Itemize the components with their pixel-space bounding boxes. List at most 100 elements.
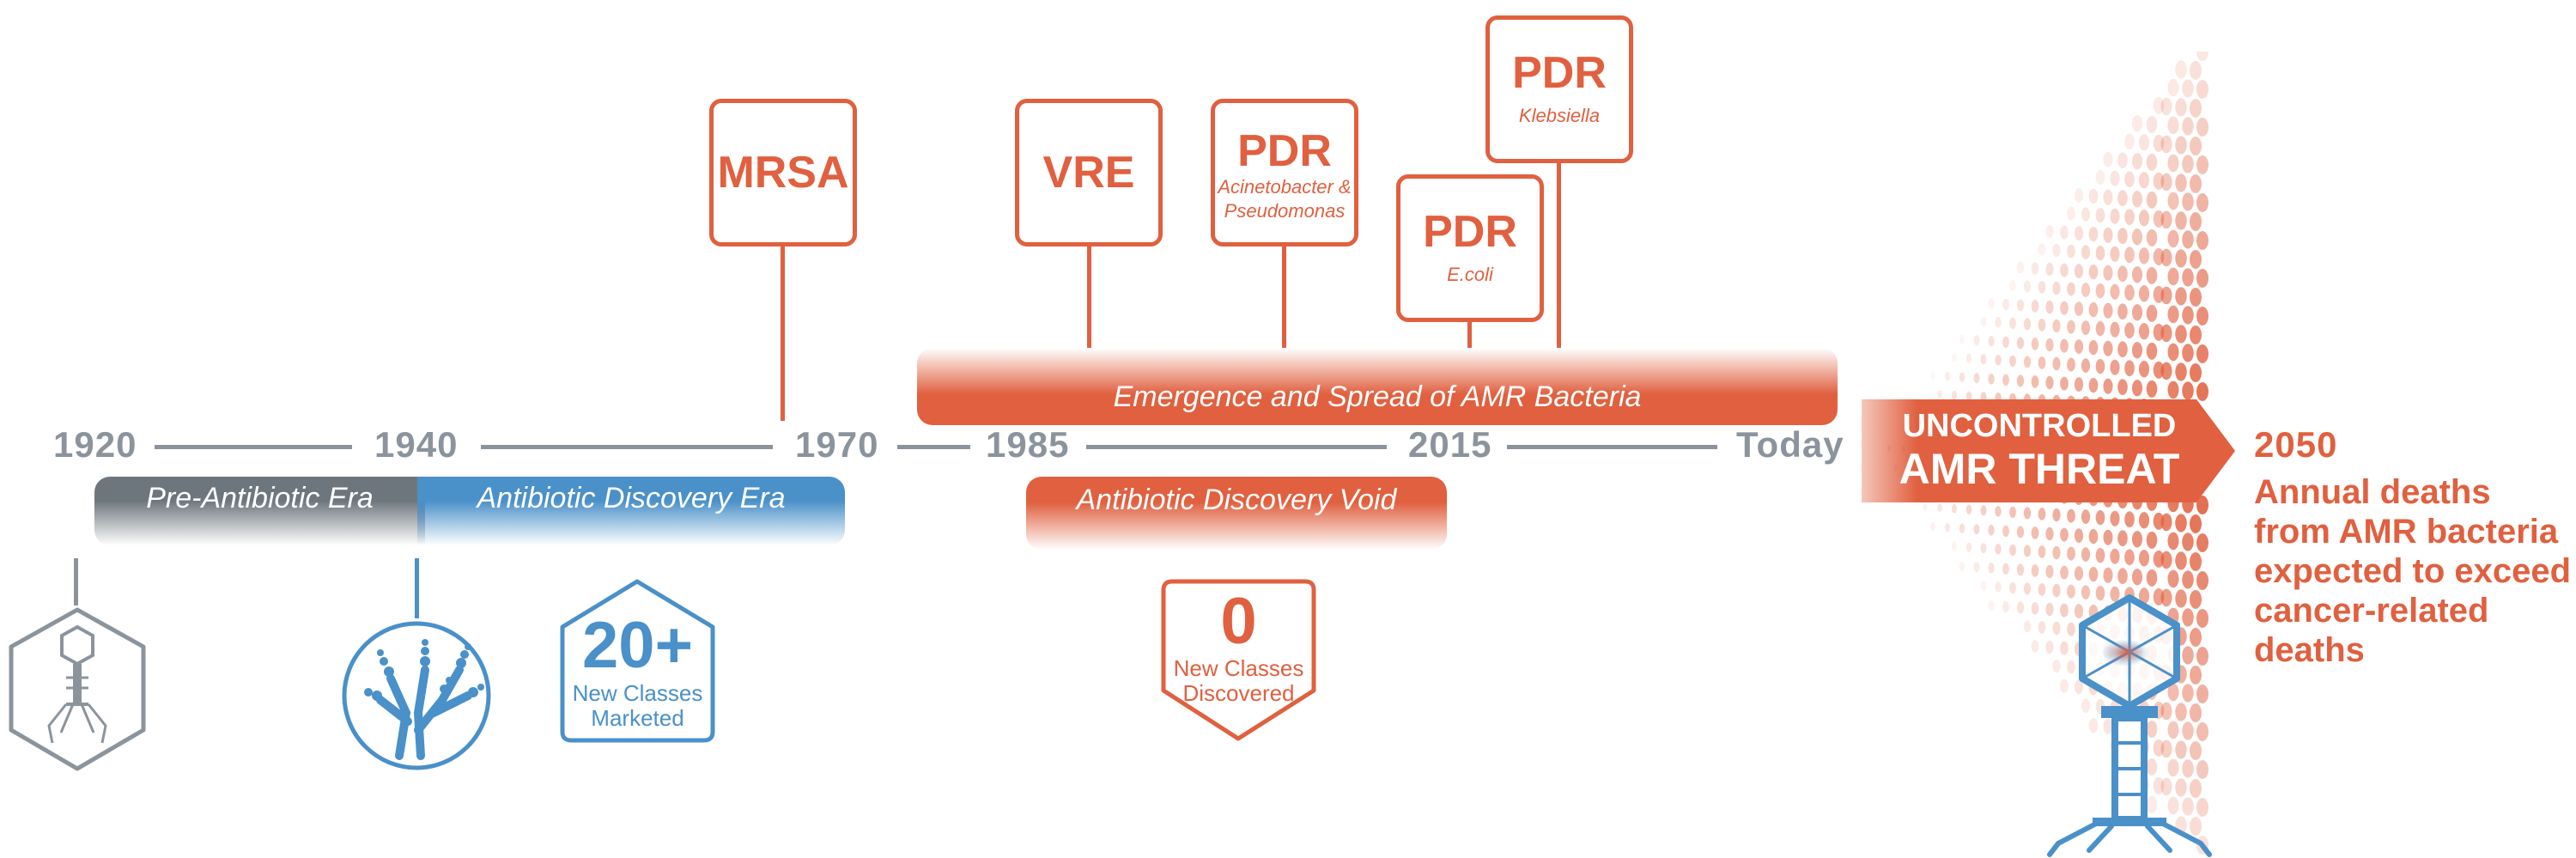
cone-dot <box>2196 722 2208 741</box>
cone-dot <box>2146 115 2158 133</box>
new-classes-marketed-line1: New Classes <box>572 680 703 706</box>
cone-dot <box>2060 641 2069 655</box>
cone-dot <box>2031 262 2039 275</box>
cone-dot <box>2131 228 2143 246</box>
cone-dot <box>2095 548 2105 563</box>
year-1920: 1920 <box>53 424 137 465</box>
cone-dot <box>2031 300 2039 313</box>
timeline-segment <box>481 445 773 449</box>
cone-dot <box>2153 96 2165 114</box>
cone-dot <box>1952 352 1957 362</box>
cone-dot <box>2131 342 2143 359</box>
cone-dot <box>2146 795 2158 813</box>
cone-dot <box>2196 307 2208 326</box>
cone-dot <box>1952 541 1957 551</box>
mrsa-stem <box>781 245 785 421</box>
cone-dot <box>2095 208 2105 223</box>
cone-dot <box>2153 776 2165 794</box>
projection-line3: expected to exceed <box>2254 552 2572 590</box>
cone-dot <box>2167 192 2179 210</box>
cone-dot <box>2175 778 2187 797</box>
cone-dot <box>2117 379 2128 396</box>
cone-dot <box>2190 666 2202 685</box>
cone-dot <box>1973 524 1980 535</box>
cone-dot <box>2182 797 2194 816</box>
cone-dot <box>2067 546 2075 561</box>
cone-dot <box>2160 588 2172 607</box>
cone-dot <box>2175 287 2187 306</box>
cone-dot <box>2060 376 2069 391</box>
cone-dot <box>2146 228 2158 246</box>
cone-dot <box>2167 229 2179 248</box>
antibiotic-discovery-era-label: Antibiotic Discovery Era <box>477 482 786 514</box>
cone-dot <box>2038 281 2046 294</box>
vre-box: VRE <box>1015 99 1163 246</box>
cone-dot <box>2016 337 2025 350</box>
cone-dot <box>2167 343 2179 362</box>
pre-antibiotic-era-band <box>94 477 425 545</box>
pre-antibiotic-era-label: Pre-Antibiotic Era <box>146 482 374 514</box>
cone-dot <box>2190 363 2202 382</box>
cone-dot <box>2196 647 2208 666</box>
vre-stem <box>1087 245 1091 348</box>
new-classes-marketed-badge-shape <box>560 579 715 743</box>
cone-dot <box>1988 298 1995 309</box>
cone-dot <box>2167 721 2179 739</box>
cone-dot <box>2103 378 2113 394</box>
cone-dot <box>2146 304 2158 322</box>
cone-dot <box>1945 371 1950 381</box>
cone-dot <box>2002 336 2009 349</box>
cone-dot <box>2124 171 2135 188</box>
cone-dot <box>2088 265 2099 280</box>
cone-dot <box>2009 581 2016 594</box>
new-classes-marketed-line2: Marketed <box>591 705 684 731</box>
pdr-ecoli-title: PDR <box>1423 207 1517 257</box>
cone-dot <box>2175 589 2187 608</box>
cone-dot <box>2131 304 2143 321</box>
cone-dot <box>2190 779 2202 798</box>
cone-dot <box>2023 356 2032 368</box>
pdr-ecoli-box: PDR E.coli <box>1396 174 1544 322</box>
cone-dot <box>2182 608 2194 627</box>
cone-dot <box>2074 226 2084 240</box>
cone-dot <box>1980 354 1987 365</box>
cone-dot <box>2052 281 2061 295</box>
cone-dot <box>2196 760 2208 779</box>
cone-dot <box>2160 173 2172 192</box>
cone-dot <box>2067 357 2075 372</box>
cone-dot <box>2138 285 2150 302</box>
cone-dot <box>2103 265 2113 281</box>
cone-dot <box>2175 740 2187 759</box>
mrsa-title: MRSA <box>717 148 849 198</box>
cone-dot <box>2182 155 2194 173</box>
cone-dot <box>2117 341 2128 358</box>
cone-dot <box>2175 362 2187 381</box>
cone-dot <box>2081 547 2091 562</box>
cone-dot <box>2081 245 2091 259</box>
cone-dot <box>2190 250 2202 269</box>
cone-dot <box>2190 741 2202 760</box>
cone-dot <box>2060 225 2069 240</box>
year-2050: 2050 <box>2254 424 2338 465</box>
cone-dot <box>2138 512 2150 529</box>
cone-dot <box>2081 283 2091 297</box>
cone-dot <box>2124 133 2135 150</box>
cone-dot <box>2060 603 2069 618</box>
cone-dot <box>2190 552 2202 571</box>
cone-dot <box>2146 342 2158 360</box>
cone-dot <box>1952 503 1957 514</box>
cone-dot <box>2002 563 2009 575</box>
cone-dot <box>2175 98 2187 117</box>
cone-dot <box>2196 269 2208 288</box>
cone-dot <box>2095 510 2105 526</box>
cone-dot <box>2131 531 2143 548</box>
cone-dot <box>2131 569 2143 586</box>
cone-dot <box>2160 97 2172 116</box>
cone-dot <box>2182 117 2194 136</box>
cone-dot <box>2016 601 2025 614</box>
cone-dot <box>2074 604 2084 618</box>
cone-dot <box>2190 817 2202 836</box>
pre-era-stem <box>74 558 78 605</box>
cone-dot <box>2131 153 2143 170</box>
cone-dot <box>2081 585 2091 599</box>
